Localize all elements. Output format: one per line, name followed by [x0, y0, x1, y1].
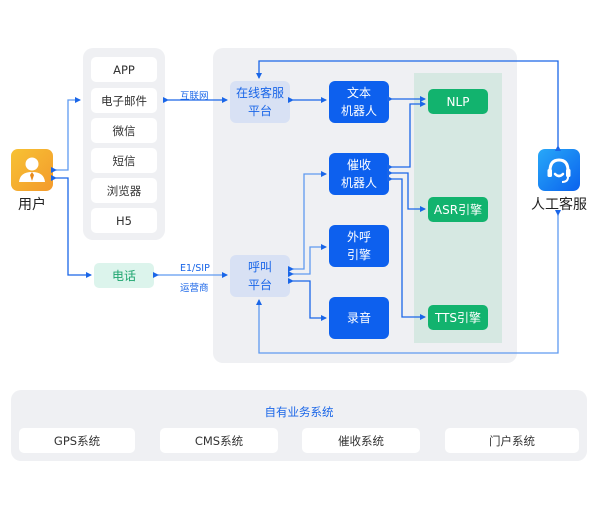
collection-bot-line2: 机器人 [340, 176, 377, 190]
agent-node[interactable] [538, 149, 580, 191]
channel-app[interactable]: APP [91, 57, 157, 82]
phone-node[interactable]: 电话 [94, 263, 154, 288]
agent-label: 人工客服 [531, 197, 587, 213]
collection-bot[interactable]: 催收 机器人 [329, 153, 389, 195]
carrier-label-line1: E1/SIP [180, 263, 210, 274]
channel-email[interactable]: 电子邮件 [91, 88, 157, 113]
line-agent-call [256, 210, 561, 354]
carrier-label-line2: 运营商 [180, 283, 209, 294]
channel-sms[interactable]: 短信 [91, 148, 157, 173]
channel-wechat[interactable]: 微信 [91, 118, 157, 143]
tts-engine[interactable]: TTS引擎 [428, 305, 488, 330]
line-agent-online [256, 60, 561, 151]
channel-browser[interactable]: 浏览器 [91, 178, 157, 203]
system-collection[interactable]: 催收系统 [302, 428, 420, 453]
business-systems-title: 自有业务系统 [264, 405, 334, 419]
channel-h5[interactable]: H5 [91, 208, 157, 233]
line-collect-nlp [387, 101, 426, 170]
user-label: 用户 [18, 197, 46, 213]
internet-label: 互联网 [180, 91, 209, 102]
line-call-outbound [288, 244, 327, 277]
line-call-recording [288, 278, 327, 321]
headset-icon [547, 158, 571, 183]
user-node[interactable] [11, 149, 53, 191]
user-avatar-icon [19, 157, 45, 182]
system-gps[interactable]: GPS系统 [19, 428, 135, 453]
line-user-phone [51, 175, 92, 278]
system-cms[interactable]: CMS系统 [160, 428, 278, 453]
collection-bot-line1: 催收 [346, 158, 371, 172]
recording-label: 录音 [346, 311, 371, 325]
line-user-channels [51, 97, 81, 173]
system-portal[interactable]: 门户系统 [445, 428, 579, 453]
